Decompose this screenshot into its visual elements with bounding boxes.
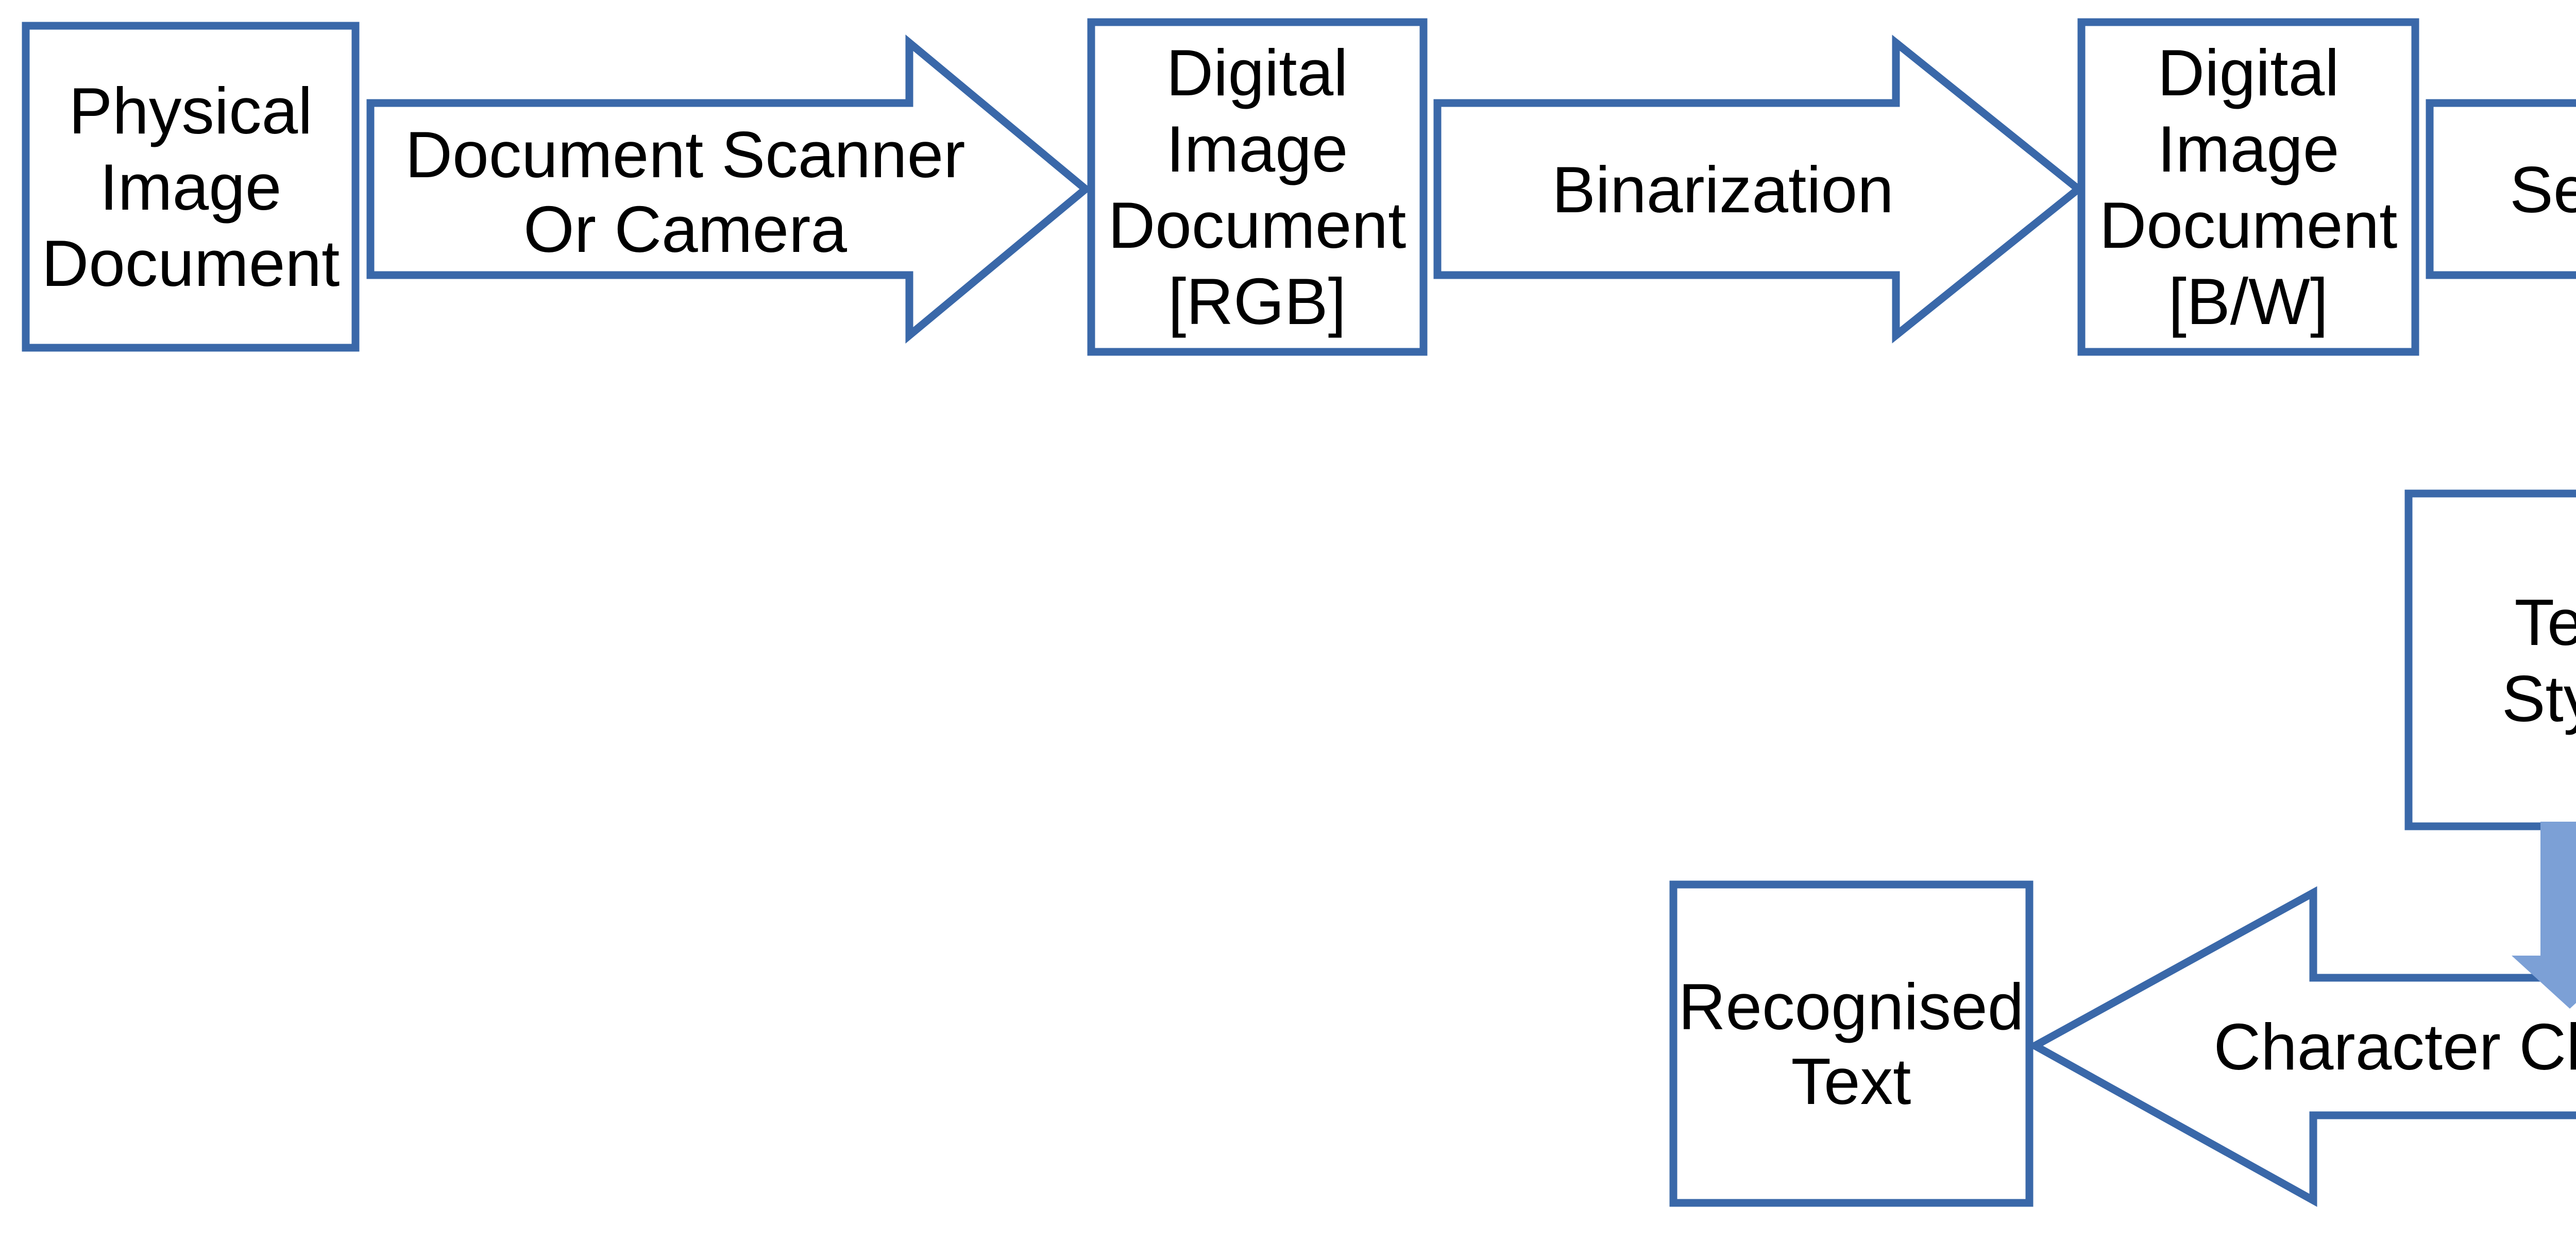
arrow-label-line: Or Camera: [523, 193, 847, 266]
box-label-line: Recognised: [1679, 970, 2024, 1043]
physical-image-document-box: [22, 22, 360, 352]
recognised-text-box: [1669, 880, 2033, 1207]
box-label-line: [RGB]: [1168, 265, 1346, 338]
document-scanner-arrow-label: Document Scanner Or Camera: [405, 118, 965, 266]
document-scanner-arrow: [366, 35, 1092, 344]
box-label-line: Digital: [2158, 36, 2340, 109]
character-classification-arrow: [2027, 886, 2576, 1207]
arrow-label-line: Document Scanner: [405, 118, 965, 191]
box-label-line: Document: [2099, 189, 2398, 262]
character-classification-arrow-label: Character Classification: [2213, 1010, 2576, 1083]
feature-vectors-arrow: [2512, 822, 2576, 1009]
box-label-line: [B/W]: [2168, 265, 2328, 338]
segmentation-arrow-label: Segmentation: [2510, 153, 2576, 226]
digital-image-document-rgb-label: Digital Image Document [RGB]: [1108, 36, 1406, 338]
binarization-arrow-label: Binarization: [1552, 153, 1894, 226]
box-label-line: Physical: [69, 74, 313, 147]
box-label-line: Digital: [1166, 36, 1348, 109]
box-label-line: Document: [1108, 189, 1406, 262]
box-label-line: Style: [2502, 662, 2576, 735]
text-style-box: [2404, 489, 2576, 830]
digital-image-document-bw-box: [2077, 18, 2419, 356]
box-label-line: Image: [100, 150, 282, 224]
recognised-text-label: Recognised Text: [1679, 970, 2024, 1118]
box-label-line: Text: [2515, 586, 2576, 659]
digital-image-document-bw-label: Digital Image Document [B/W]: [2099, 36, 2398, 338]
text-style-label: Text Style: [2502, 586, 2576, 735]
box-label-line: Image: [2158, 112, 2340, 185]
digital-image-document-rgb-box: [1087, 18, 1428, 356]
binarization-arrow: [1433, 35, 2084, 344]
physical-image-document-label: Physical Image Document: [42, 74, 340, 300]
box-label-line: Text: [1791, 1045, 1911, 1118]
box-label-line: Image: [1166, 112, 1348, 185]
segmentation-arrow: [2426, 99, 2576, 279]
box-label-line: Document: [42, 227, 340, 300]
